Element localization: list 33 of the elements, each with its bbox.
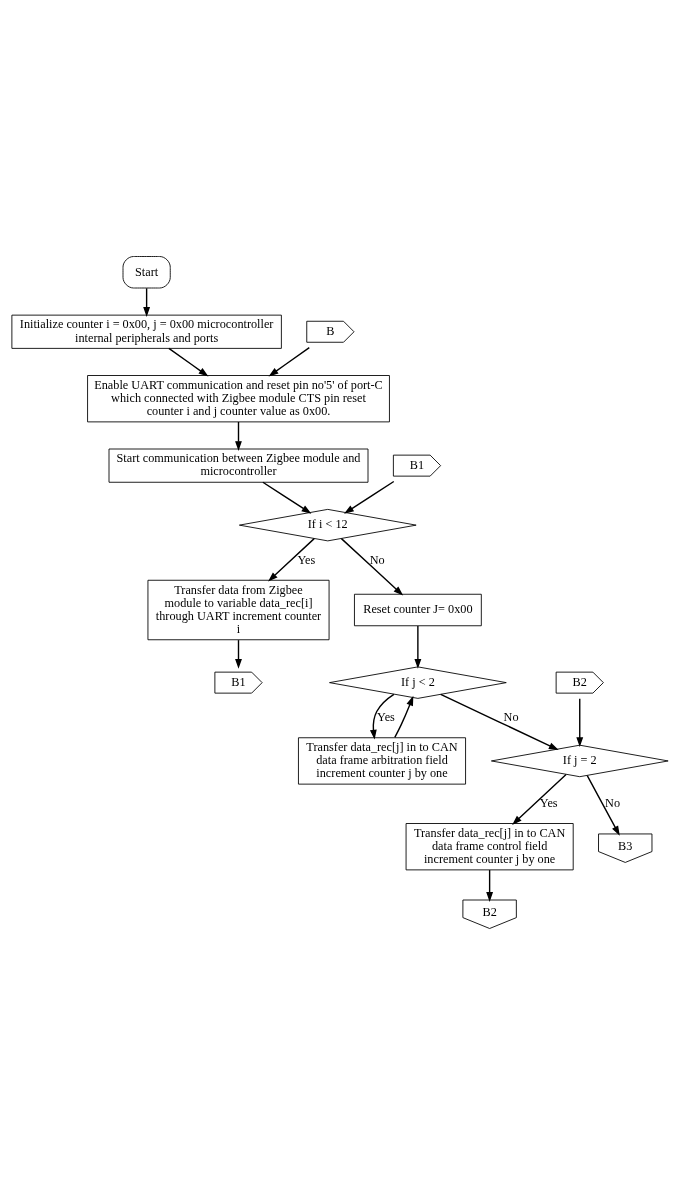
arrow — [268, 537, 315, 582]
node-diamond: If j < 2 — [329, 665, 507, 699]
arrow — [369, 693, 395, 740]
node-box: Transfer data from Zigbee module to variable data_rec[i] through UART increment counter i — [147, 579, 330, 640]
arrow — [340, 537, 404, 596]
arrow — [268, 346, 310, 376]
node-box: Start communication between Zigbee module and microcontroller — [108, 448, 369, 483]
arrow — [440, 693, 559, 750]
arrow — [235, 638, 242, 669]
edge-label: Yes — [539, 795, 558, 810]
arrow — [486, 868, 494, 902]
edge-label: Yes — [377, 709, 395, 724]
edge-label: No — [369, 552, 385, 567]
node-box: Transfer data_rec[j] in to CAN data frame arbitration field increment counter j by one — [298, 736, 466, 785]
node-box: Initialize counter i = 0x00, j = 0x00 microcontroller internal peripherals and ports — [11, 314, 282, 349]
edge-label: Yes — [297, 552, 316, 567]
arrow — [586, 774, 620, 836]
arrow — [512, 773, 567, 825]
arrow — [344, 480, 395, 514]
arrow — [235, 420, 242, 451]
node-box: Reset counter J= 0x00 — [354, 593, 482, 626]
arrow — [262, 481, 312, 514]
arrow — [414, 624, 422, 669]
node-box: Start — [122, 255, 171, 288]
edge-label: No — [605, 795, 621, 810]
arrow — [576, 697, 584, 747]
node-box: Enable UART communication and reset pin no'5' of port-C which connected with Zigbee module CTS pin reset counter i and j counter value as 0x00. — [87, 374, 390, 422]
node-diamond: If i < 12 — [238, 508, 417, 541]
node-box: Transfer data_rec[j] in to CAN data frame control field increment counter j by one — [405, 822, 574, 870]
arrow — [394, 695, 414, 738]
edge-label: No — [503, 709, 519, 724]
arrow — [168, 347, 209, 376]
arrow — [143, 287, 151, 317]
